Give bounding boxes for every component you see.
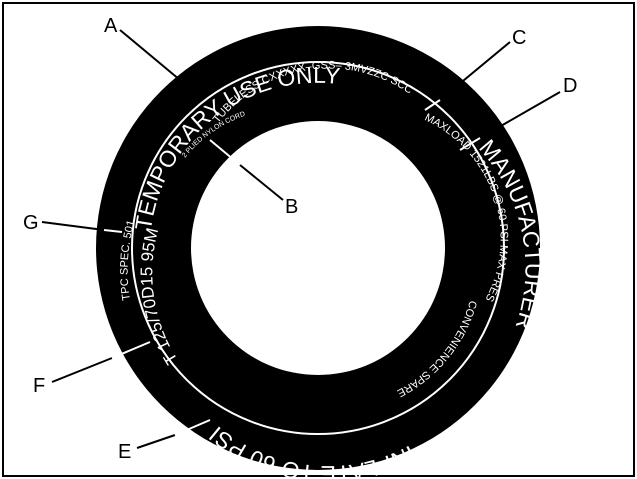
callout-g: G <box>23 212 39 234</box>
leader-f <box>51 357 113 383</box>
leader-f-inner <box>111 341 151 359</box>
callout-c: C <box>512 27 526 49</box>
leader-c <box>439 41 511 101</box>
leader-e <box>136 434 176 449</box>
leader-d-inner <box>459 137 481 151</box>
leader-e-inner <box>174 419 211 436</box>
leader-c-inner <box>424 99 441 111</box>
tire-bead-ring <box>131 61 505 435</box>
tire-center-opening <box>191 121 445 375</box>
leader-g <box>41 221 105 231</box>
leader-g-inner <box>103 229 123 233</box>
leader-a <box>119 29 181 81</box>
leader-b <box>239 164 284 201</box>
callout-d: D <box>563 75 577 97</box>
callout-b: B <box>285 196 298 218</box>
callout-e: E <box>118 441 131 463</box>
leader-d <box>479 91 561 139</box>
callout-a: A <box>104 15 118 37</box>
leader-b-inner <box>209 139 241 166</box>
callout-f: F <box>33 375 45 397</box>
